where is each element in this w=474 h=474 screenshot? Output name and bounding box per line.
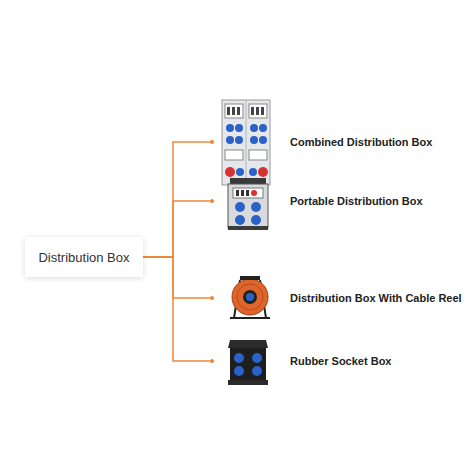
category-item: Portable Distribution Box — [214, 176, 427, 226]
rubber-socket-box-illustration — [228, 340, 268, 385]
category-label: Distribution Box With Cable Reel — [290, 292, 462, 304]
tree-connector — [143, 257, 214, 363]
tree-connector — [143, 199, 214, 257]
category-item: Distribution Box With Cable Reel — [214, 274, 466, 322]
cable-reel-illustration — [230, 276, 270, 318]
category-label: Combined Distribution Box — [290, 136, 432, 148]
root-label: Distribution Box — [38, 250, 129, 265]
tree-connector — [143, 257, 214, 300]
category-item: Rubber Socket Box — [214, 336, 396, 386]
category-label: Rubber Socket Box — [290, 355, 391, 367]
category-item: Combined Distribution Box — [214, 98, 437, 186]
root-box: Distribution Box — [25, 237, 143, 277]
category-label: Portable Distribution Box — [290, 195, 423, 207]
tree-connector — [143, 140, 214, 257]
combined-box-illustration — [222, 100, 270, 185]
portable-box-illustration — [228, 178, 268, 230]
